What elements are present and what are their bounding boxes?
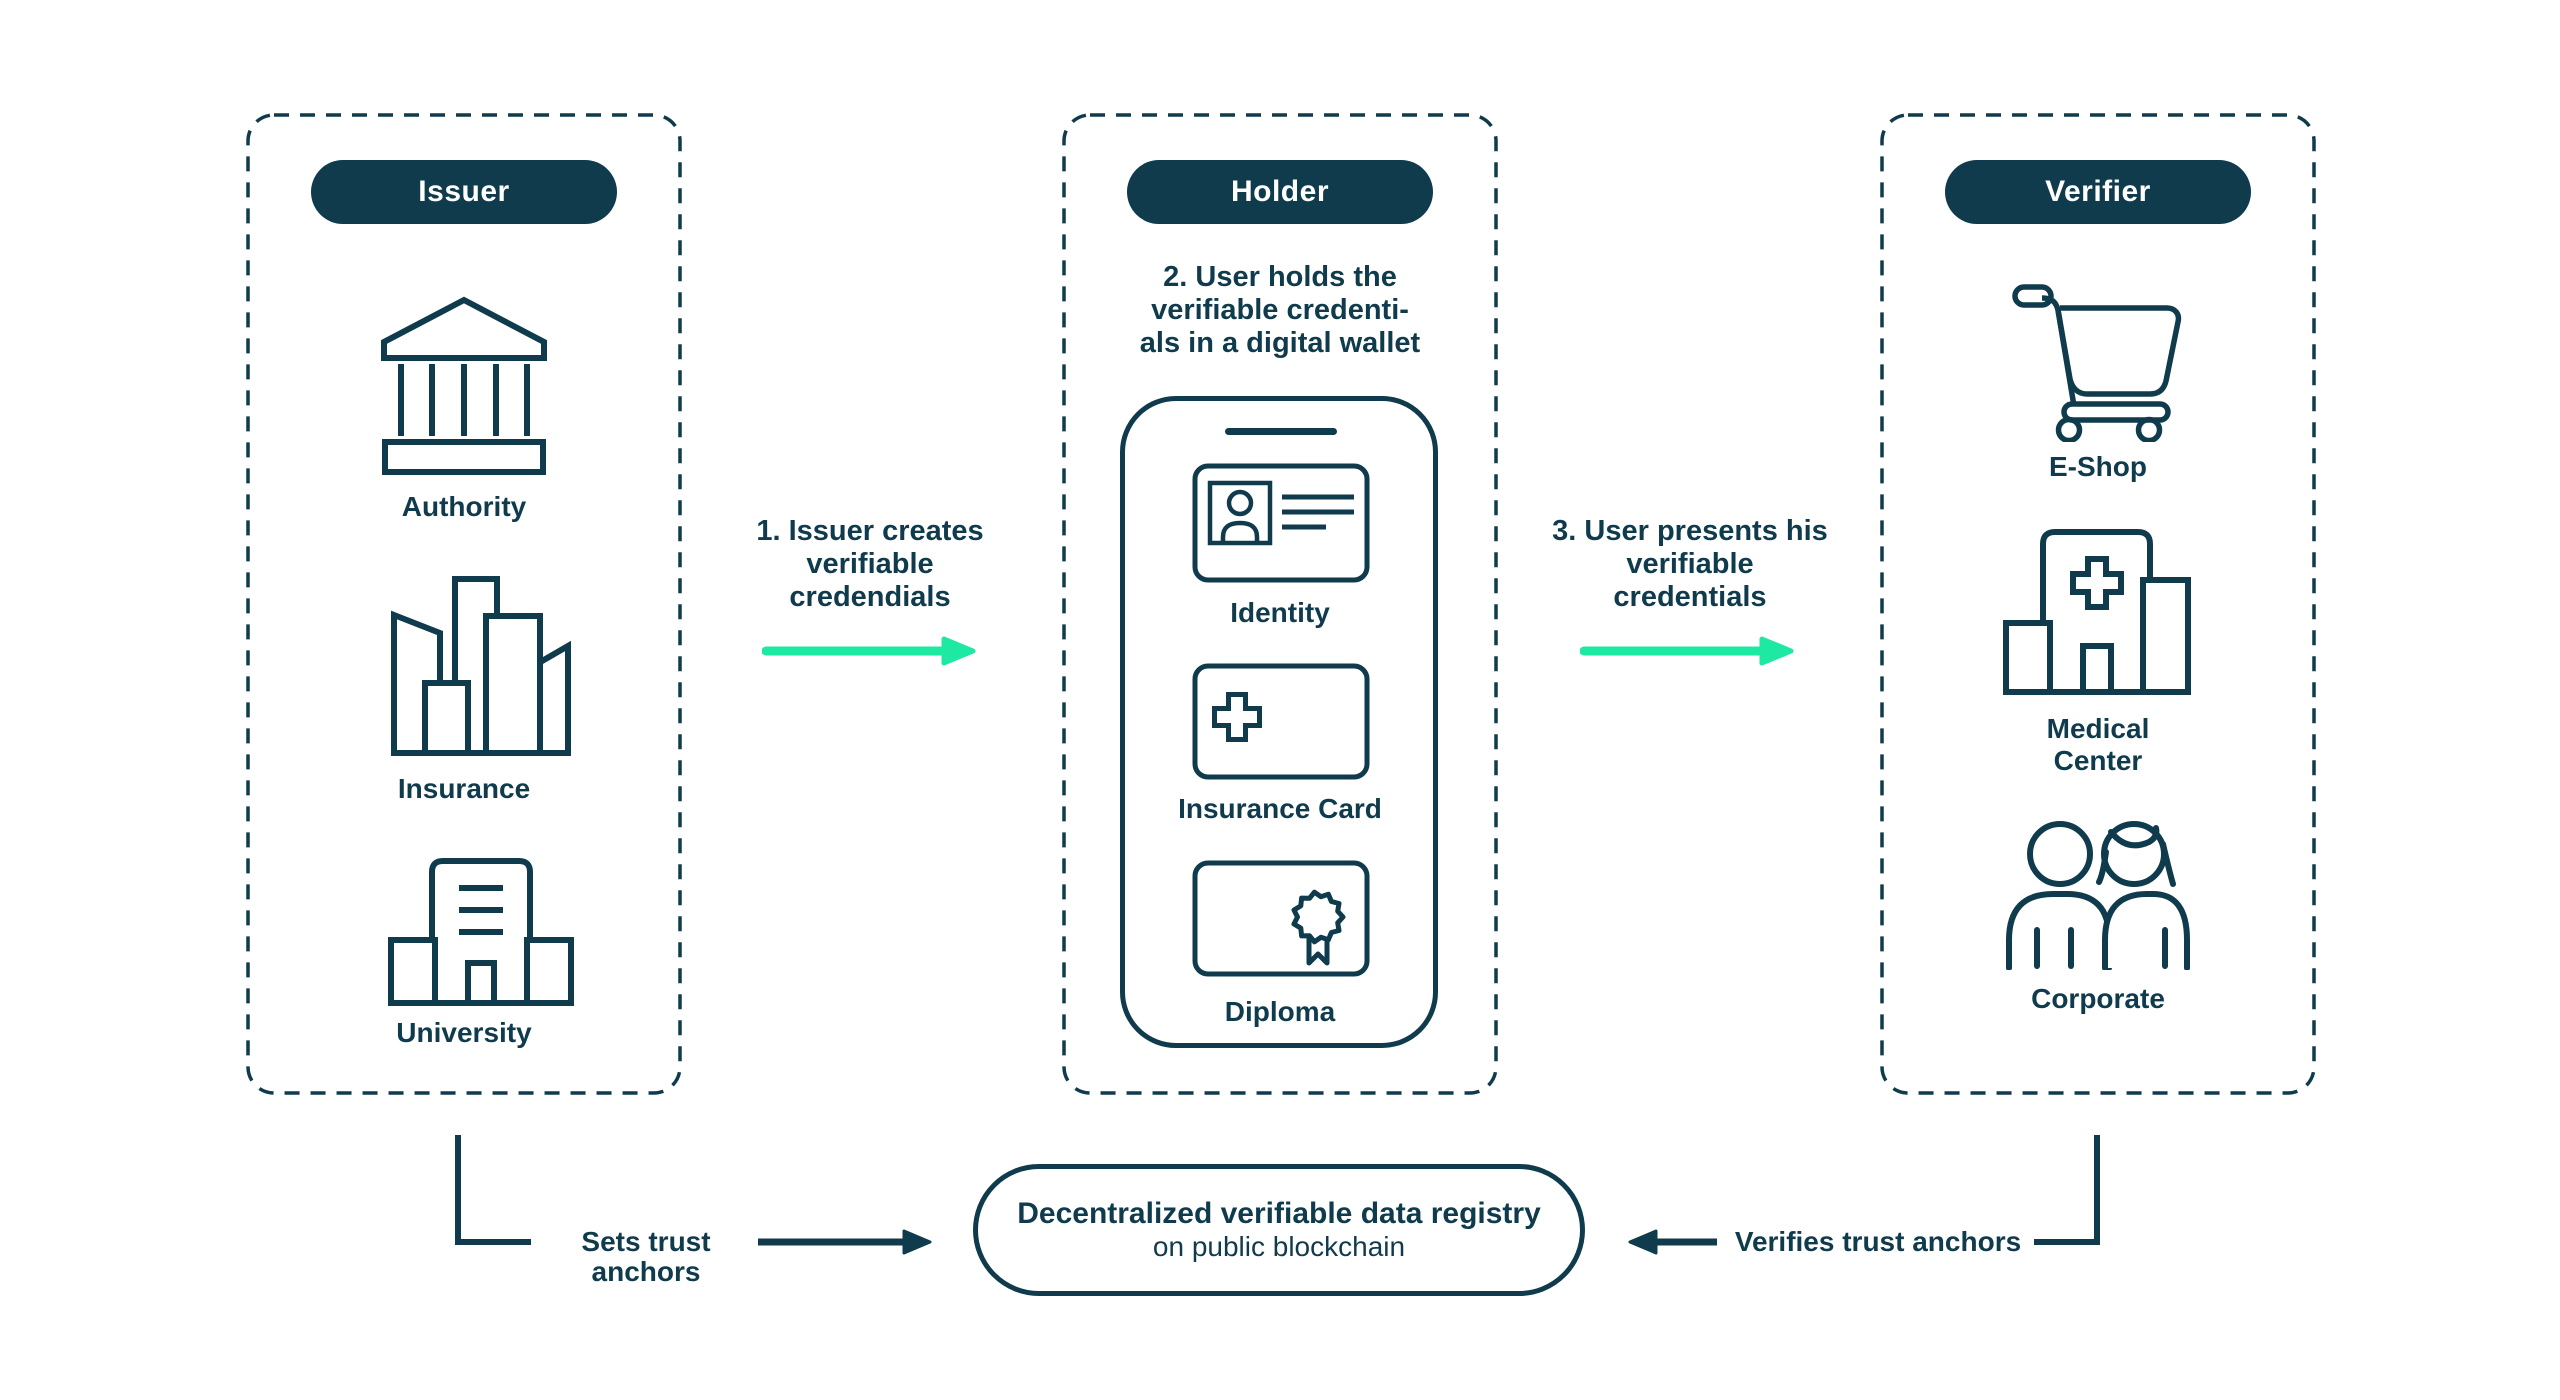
phone-speaker-line <box>1225 428 1337 435</box>
insurance-label: Insurance <box>397 773 531 804</box>
holder-title: Holder <box>1230 175 1329 208</box>
verifier-elbow-line <box>2034 1239 2100 1245</box>
smartphone-outline <box>1120 396 1438 1048</box>
eshop-label: E-Shop <box>2049 451 2147 482</box>
verifier-title-pill: Verifier <box>1945 160 2251 224</box>
verifies-trust-arrow-icon <box>1626 1227 1720 1257</box>
diploma-card-label: Diploma <box>1224 996 1336 1027</box>
city-buildings-icon <box>391 576 571 756</box>
sets-trust-arrow-icon <box>756 1227 934 1257</box>
corporate-label: Corporate <box>2031 983 2165 1014</box>
university-label: University <box>396 1017 532 1048</box>
identity-card-label: Identity <box>1230 597 1330 628</box>
medical-cross-card-icon <box>1192 663 1370 780</box>
people-icon <box>2005 818 2191 970</box>
step1-arrow-icon <box>762 635 978 667</box>
verifier-panel: Verifier E-Shop Medica <box>1880 113 2316 1095</box>
holder-panel: Holder 2. User holds the verifiable cred… <box>1062 113 1498 1095</box>
step1-text: 1. Issuer creates verifiable credendials <box>756 515 984 613</box>
step3-text: 3. User presents his verifiable credenti… <box>1552 515 1828 613</box>
issuer-panel: Issuer Authority Insurance <box>246 113 682 1095</box>
authority-label: Authority <box>401 491 527 522</box>
issuer-dashed-border <box>246 113 682 1095</box>
verifier-dashed-border <box>1880 113 2316 1095</box>
verifies-trust-anchors-label: Verifies trust anchors <box>1734 1226 2022 1257</box>
issuer-elbow-line <box>455 1239 531 1245</box>
university-building-icon <box>388 858 574 1006</box>
verifier-drop-line <box>2094 1135 2100 1245</box>
id-card-icon <box>1192 463 1370 583</box>
registry-capsule: Decentralized verifiable data registry o… <box>973 1164 1585 1296</box>
registry-title: Decentralized verifiable data registry <box>1017 1197 1541 1230</box>
issuer-drop-line <box>455 1135 461 1245</box>
verifier-title: Verifier <box>2045 175 2151 208</box>
insurance-card-label: Insurance Card <box>1178 793 1382 824</box>
medical-center-label: Medical Center <box>2046 713 2150 776</box>
issuer-title-pill: Issuer <box>311 160 617 224</box>
holder-title-pill: Holder <box>1127 160 1433 224</box>
diploma-seal-card-icon <box>1192 860 1370 977</box>
holder-step-note: 2. User holds the verifiable credenti- a… <box>1139 261 1421 359</box>
shopping-cart-icon <box>2012 284 2182 442</box>
bank-icon <box>381 296 547 476</box>
step3-arrow-icon <box>1580 635 1796 667</box>
registry-subtitle: on public blockchain <box>1152 1231 1406 1262</box>
hospital-icon <box>2003 528 2191 698</box>
sets-trust-anchors-label: Sets trust anchors <box>581 1226 711 1287</box>
holder-dashed-border <box>1062 113 1498 1095</box>
issuer-title: Issuer <box>418 175 510 208</box>
